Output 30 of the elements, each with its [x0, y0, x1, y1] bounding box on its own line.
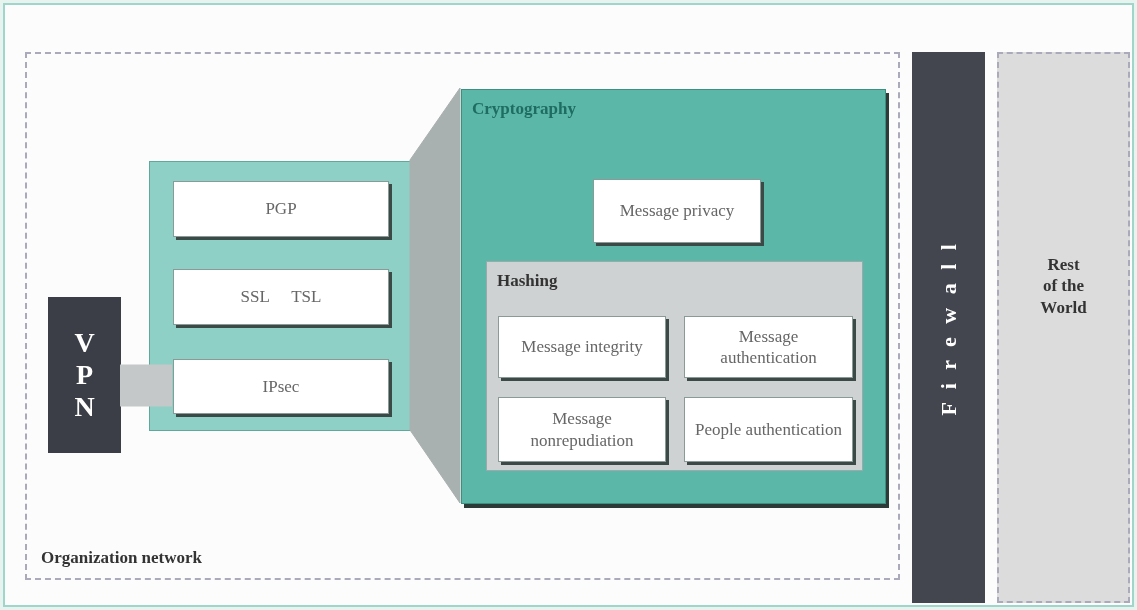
hashing-box — [486, 261, 863, 471]
node-label: V P N — [73, 326, 96, 424]
node-label: People authentication — [695, 418, 842, 441]
node-label: Message integrity — [521, 336, 643, 358]
protocol-panel — [149, 161, 411, 431]
service-box — [684, 316, 853, 378]
protocol-box — [173, 269, 389, 325]
service-box — [593, 179, 761, 243]
node-label: IPsec — [262, 375, 300, 398]
connector-bar — [120, 364, 172, 407]
node-label: Hashing — [497, 270, 558, 292]
node-label: PGP — [265, 198, 297, 220]
service-box — [498, 397, 666, 462]
node-label: F i r e w a l l — [934, 239, 962, 416]
protocol-box — [173, 359, 389, 414]
protocol-box — [173, 181, 389, 237]
node-label: Message authentication — [719, 325, 818, 369]
service-box — [498, 316, 666, 378]
outside-network-box — [997, 52, 1130, 603]
node-label: SSL TSL — [240, 286, 322, 308]
service-box — [684, 397, 853, 462]
node-label: Rest of the World — [1040, 254, 1087, 318]
zoom-projection-connector — [409, 87, 461, 504]
network-boundary — [25, 52, 900, 580]
node-label: Message privacy — [619, 200, 735, 222]
node-label: Cryptography — [472, 98, 576, 120]
firewall-bar — [912, 52, 985, 603]
vpn-block — [48, 297, 121, 453]
node-label: Message nonrepudiation — [529, 408, 635, 451]
node-label: Organization network — [41, 546, 203, 568]
